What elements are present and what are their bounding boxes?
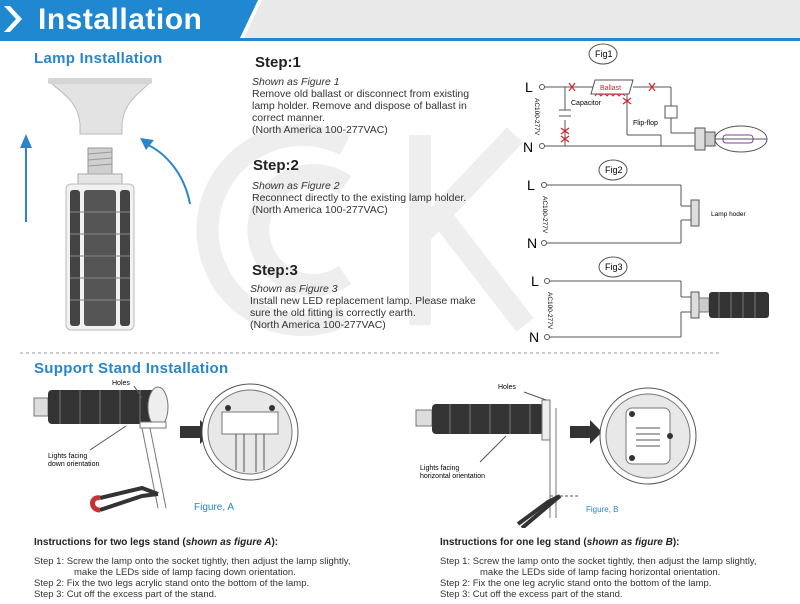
step2-note: (North America 100-277VAC) (252, 204, 388, 216)
figure-2: Fig2 L N AC100-277V Lamp hoder (527, 159, 747, 251)
step2-text: Reconnect directly to the existing lamp … (252, 192, 467, 204)
step2-title: Step:2 (253, 157, 299, 174)
figure-a: Holes Lights facing down orientation Fig… (33, 380, 299, 513)
instr-a-step3: Step 3: Cut off the excess part of the s… (34, 589, 217, 600)
wiring-diagrams: Fig1 L N AC100-277V Ballast Capacitor Fl… (523, 43, 769, 345)
fig1-flipflop: Flip-flop (633, 120, 658, 127)
figa-lights2: down orientation (48, 461, 99, 468)
fig2-voltage: AC100-277V (541, 196, 548, 234)
instructions-b-title: Instructions for one leg stand (shown as… (440, 537, 679, 548)
figure-b: Holes Lights facing horizontal orientati… (415, 384, 697, 528)
figure-3: Fig3 L N AC100-277V (529, 256, 769, 345)
instr-a-step1b: make the LEDs side of lamp facing down o… (74, 567, 296, 578)
step3-body: Shown as Figure 3 Install new LED replac… (250, 283, 490, 331)
figa-caption: Figure, A (194, 502, 234, 513)
section-title-support: Support Stand Installation (34, 360, 229, 377)
instructions-a-title-pre: Instructions for two legs stand ( (34, 537, 186, 548)
fig1-label: Fig1 (595, 49, 613, 59)
step1-body: Shown as Figure 1 Remove old ballast or … (252, 76, 492, 136)
instructions-b-title-post: ): (672, 537, 680, 548)
instructions-a-title-post: ): (271, 537, 279, 548)
watermark-logo (196, 124, 534, 336)
header-banner (0, 0, 800, 41)
fig3-L: L (531, 273, 539, 289)
fig1-L: L (525, 79, 533, 95)
fig3-N: N (529, 329, 539, 345)
step1-text: Remove old ballast or disconnect from ex… (252, 88, 470, 124)
instr-a-step2: Step 2: Fix the two legs acrylic stand o… (34, 578, 310, 589)
fig1-voltage: AC100-277V (533, 98, 540, 136)
section-divider (20, 352, 720, 354)
fig3-label: Fig3 (605, 262, 623, 272)
step3-text: Install new LED replacement lamp. Please… (250, 295, 476, 319)
fig1-ballast: Ballast (600, 85, 621, 92)
lamp-illustration (20, 78, 191, 331)
fig2-L: L (527, 177, 535, 193)
figure-1: Fig1 L N AC100-277V Ballast Capacitor Fl… (523, 43, 768, 155)
fig2-holder: Lamp hoder (711, 211, 747, 218)
chevron-icon (4, 6, 22, 32)
fig3-voltage: AC100-277V (546, 292, 553, 330)
section-title-lamp: Lamp Installation (34, 50, 163, 67)
figb-holes: Holes (498, 384, 516, 391)
instr-a-step1a: Step 1: Screw the lamp onto the socket t… (34, 556, 351, 567)
instr-b-step3: Step 3: Cut off the excess part of the s… (440, 589, 623, 600)
instr-b-step2: Step 2: Fix the one leg acrylic stand on… (440, 578, 712, 589)
instructions-b-title-pre: Instructions for one leg stand ( (440, 537, 587, 548)
figb-caption: Figure, B (586, 505, 618, 514)
figa-lights: Lights facing (48, 453, 87, 460)
instructions-b-title-em: shown as figure B (586, 537, 673, 548)
fig2-label: Fig2 (605, 165, 623, 175)
figb-lights: Lights facing (420, 465, 459, 472)
fig1-capacitor: Capacitor (571, 100, 602, 107)
step3-subtitle: Shown as Figure 3 (250, 283, 338, 295)
step2-body: Shown as Figure 2 Reconnect directly to … (252, 180, 492, 216)
instructions-a-title-em: shown as figure A (185, 537, 272, 548)
instructions-a-title: Instructions for two legs stand (shown a… (34, 537, 278, 548)
page-title: Installation (38, 3, 203, 36)
instructions-b-body: Step 1: Screw the lamp onto the socket t… (440, 556, 800, 600)
step3-title: Step:3 (252, 262, 298, 279)
step1-note: (North America 100-277VAC) (252, 124, 388, 136)
step1-subtitle: Shown as Figure 1 (252, 76, 340, 88)
step1-title: Step:1 (255, 54, 301, 71)
fig1-N: N (523, 139, 533, 155)
instructions-a-body: Step 1: Screw the lamp onto the socket t… (34, 556, 414, 600)
cut-marks (560, 82, 656, 143)
fig2-N: N (527, 235, 537, 251)
instr-b-step1b: make the LEDs side of lamp facing horizo… (480, 567, 721, 578)
step2-subtitle: Shown as Figure 2 (252, 180, 340, 192)
figb-lights2: horizontal orientation (420, 473, 485, 480)
figa-holes: Holes (112, 380, 130, 387)
step3-note: (North America 100-277VAC) (250, 319, 386, 331)
instr-b-step1a: Step 1: Screw the lamp onto the socket t… (440, 556, 757, 567)
